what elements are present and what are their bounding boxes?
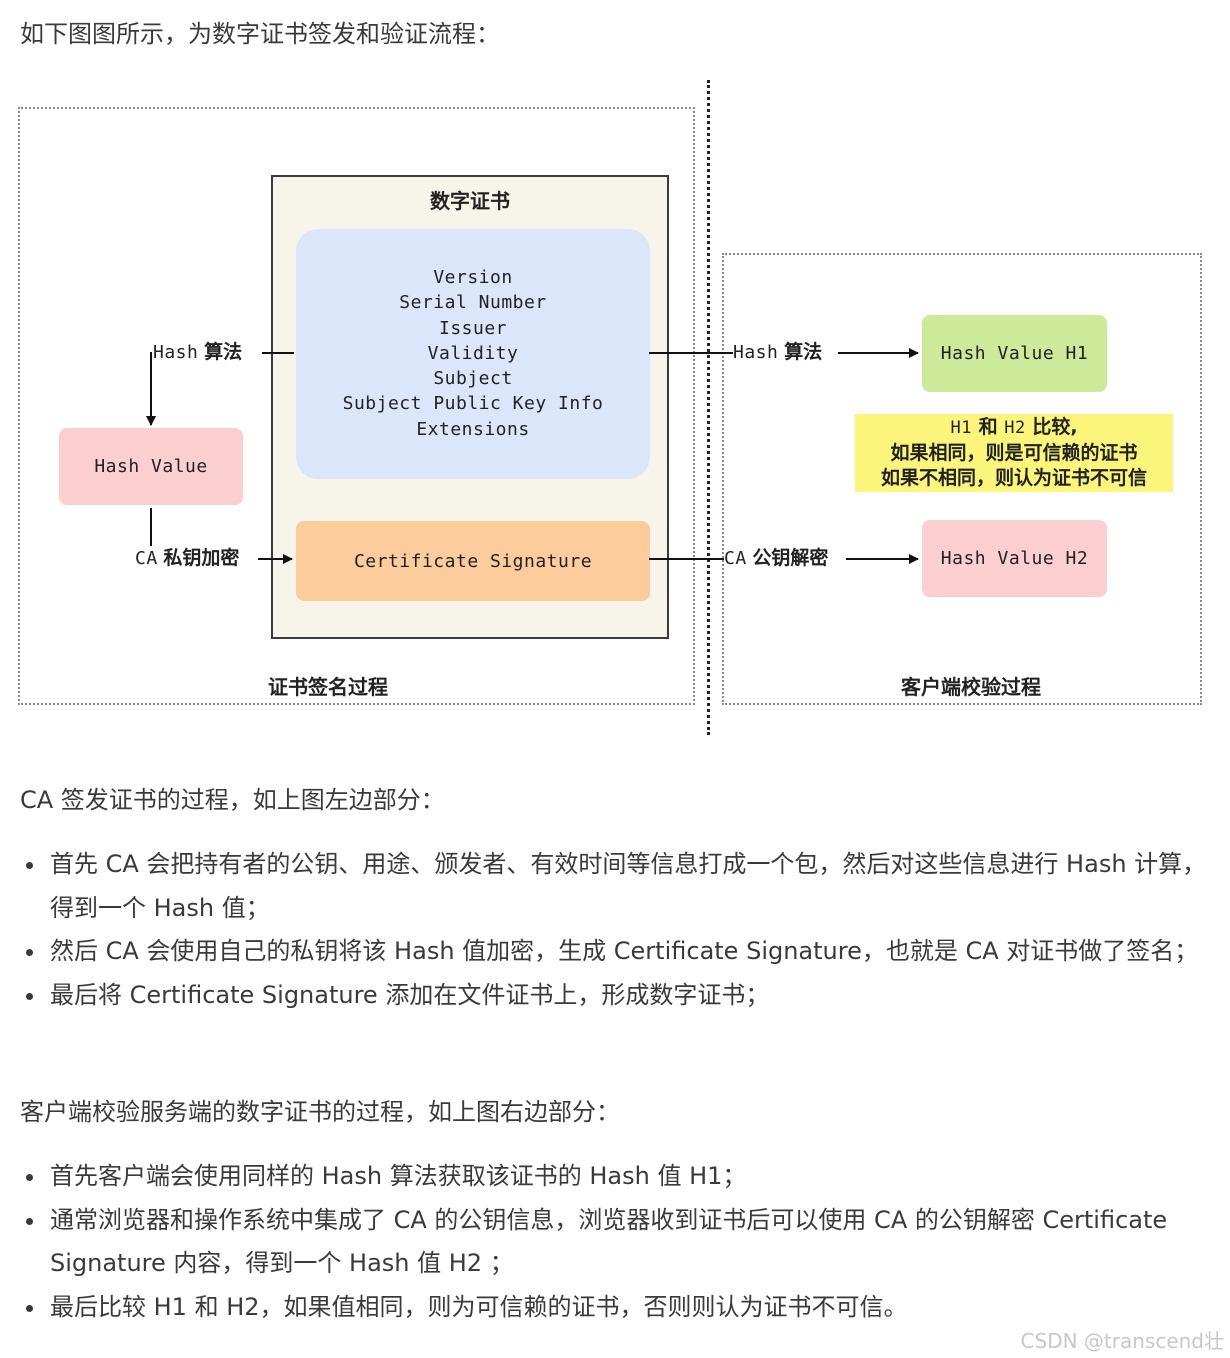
field-subject: Subject [433,368,513,390]
private-key-text: 私钥加密 [163,547,240,569]
hash-value-h1-box: Hash Value H1 [922,315,1107,392]
note-h1: H1 [950,418,972,438]
section1-item-2: 然后 CA 会使用自己的私钥将该 Hash 值加密，生成 Certificate… [20,930,1210,974]
hash-value-h2-box: Hash Value H2 [922,520,1107,597]
field-version: Version [433,267,513,288]
section2-item-2: 通常浏览器和操作系统中集成了 CA 的公钥信息，浏览器收到证书后可以使用 CA … [20,1199,1210,1286]
right-hash-code: Hash [733,342,779,363]
private-key-code: CA [135,548,158,569]
left-hash-code: Hash [153,342,199,363]
verification-process-frame [722,253,1202,705]
section2-item-1: 首先客户端会使用同样的 Hash 算法获取该证书的 Hash 值 H1； [20,1155,1210,1199]
note-compare: 比较, [1032,416,1078,438]
public-key-text: 公钥解密 [752,547,829,569]
arrow-hash-to-hash-value [146,352,156,426]
field-subject-public-key-info: Subject Public Key Info [342,393,604,415]
section2-list: 首先客户端会使用同样的 Hash 算法获取该证书的 Hash 值 H1； 通常浏… [20,1155,1210,1329]
note-line-3: 如果不相同，则认为证书不可信 [880,467,1147,489]
section-divider [707,80,710,735]
note-and: 和 [978,416,998,438]
field-validity: Validity [427,342,519,364]
certificate-flow-diagram: 数字证书 Version Serial Number Issuer Validi… [0,72,1230,742]
section1-item-1: 首先 CA 会把持有者的公钥、用途、颁发者、有效时间等信息打成一个包，然后对这些… [20,843,1210,930]
section1-item-3: 最后将 Certificate Signature 添加在文件证书上，形成数字证… [20,974,1210,1018]
hash-value-box: Hash Value [59,428,243,505]
left-hash-algorithm-label: Hash 算法 [153,341,242,364]
h1-label: Hash Value H1 [940,343,1089,364]
public-key-code: CA [724,548,747,569]
csdn-watermark: CSDN @transcend壮 [1020,1329,1224,1353]
field-serial-number: Serial Number [399,292,547,314]
comparison-note: H1 和 H2 比较, 如果相同，则是可信赖的证书 如果不相同，则认为证书不可信 [855,414,1173,492]
hash-value-label: Hash Value [94,456,208,477]
certificate-signature-label: Certificate Signature [353,550,593,572]
note-line-2: 如果相同，则是可信赖的证书 [890,442,1138,464]
intro-text: 如下图图所示，为数字证书签发和验证流程： [20,20,500,48]
public-key-decrypt-label: CA 公钥解密 [724,547,828,570]
private-key-encrypt-label: CA 私钥加密 [135,547,239,570]
certificate-fields-box: Version Serial Number Issuer Validity Su… [296,229,650,479]
left-hash-text: 算法 [204,341,243,363]
h2-label: Hash Value H2 [940,548,1089,569]
section2-item-3: 最后比较 H1 和 H2，如果值相同，则为可信赖的证书，否则则认为证书不可信。 [20,1286,1210,1330]
certificate-title: 数字证书 [430,189,510,213]
right-hash-algorithm-label: Hash 算法 [733,341,822,364]
signing-process-frame [18,107,695,705]
field-extensions: Extensions [416,418,530,440]
right-section-title: 客户端校验过程 [901,675,1041,699]
certificate-signature-box: Certificate Signature [296,521,650,601]
section2-heading: 客户端校验服务端的数字证书的过程，如上图右边部分： [20,1098,620,1126]
section1-list: 首先 CA 会把持有者的公钥、用途、颁发者、有效时间等信息打成一个包，然后对这些… [20,843,1210,1017]
field-issuer: Issuer [438,317,508,339]
section1-heading: CA 签发证书的过程，如上图左边部分： [20,786,445,814]
left-section-title: 证书签名过程 [268,675,388,699]
note-h2: H2 [1004,418,1026,438]
digital-certificate: 数字证书 Version Serial Number Issuer Validi… [271,175,669,639]
right-hash-text: 算法 [784,341,823,363]
connector-arrows [146,348,919,564]
note-line-1: H1 和 H2 比较, [950,415,1077,441]
